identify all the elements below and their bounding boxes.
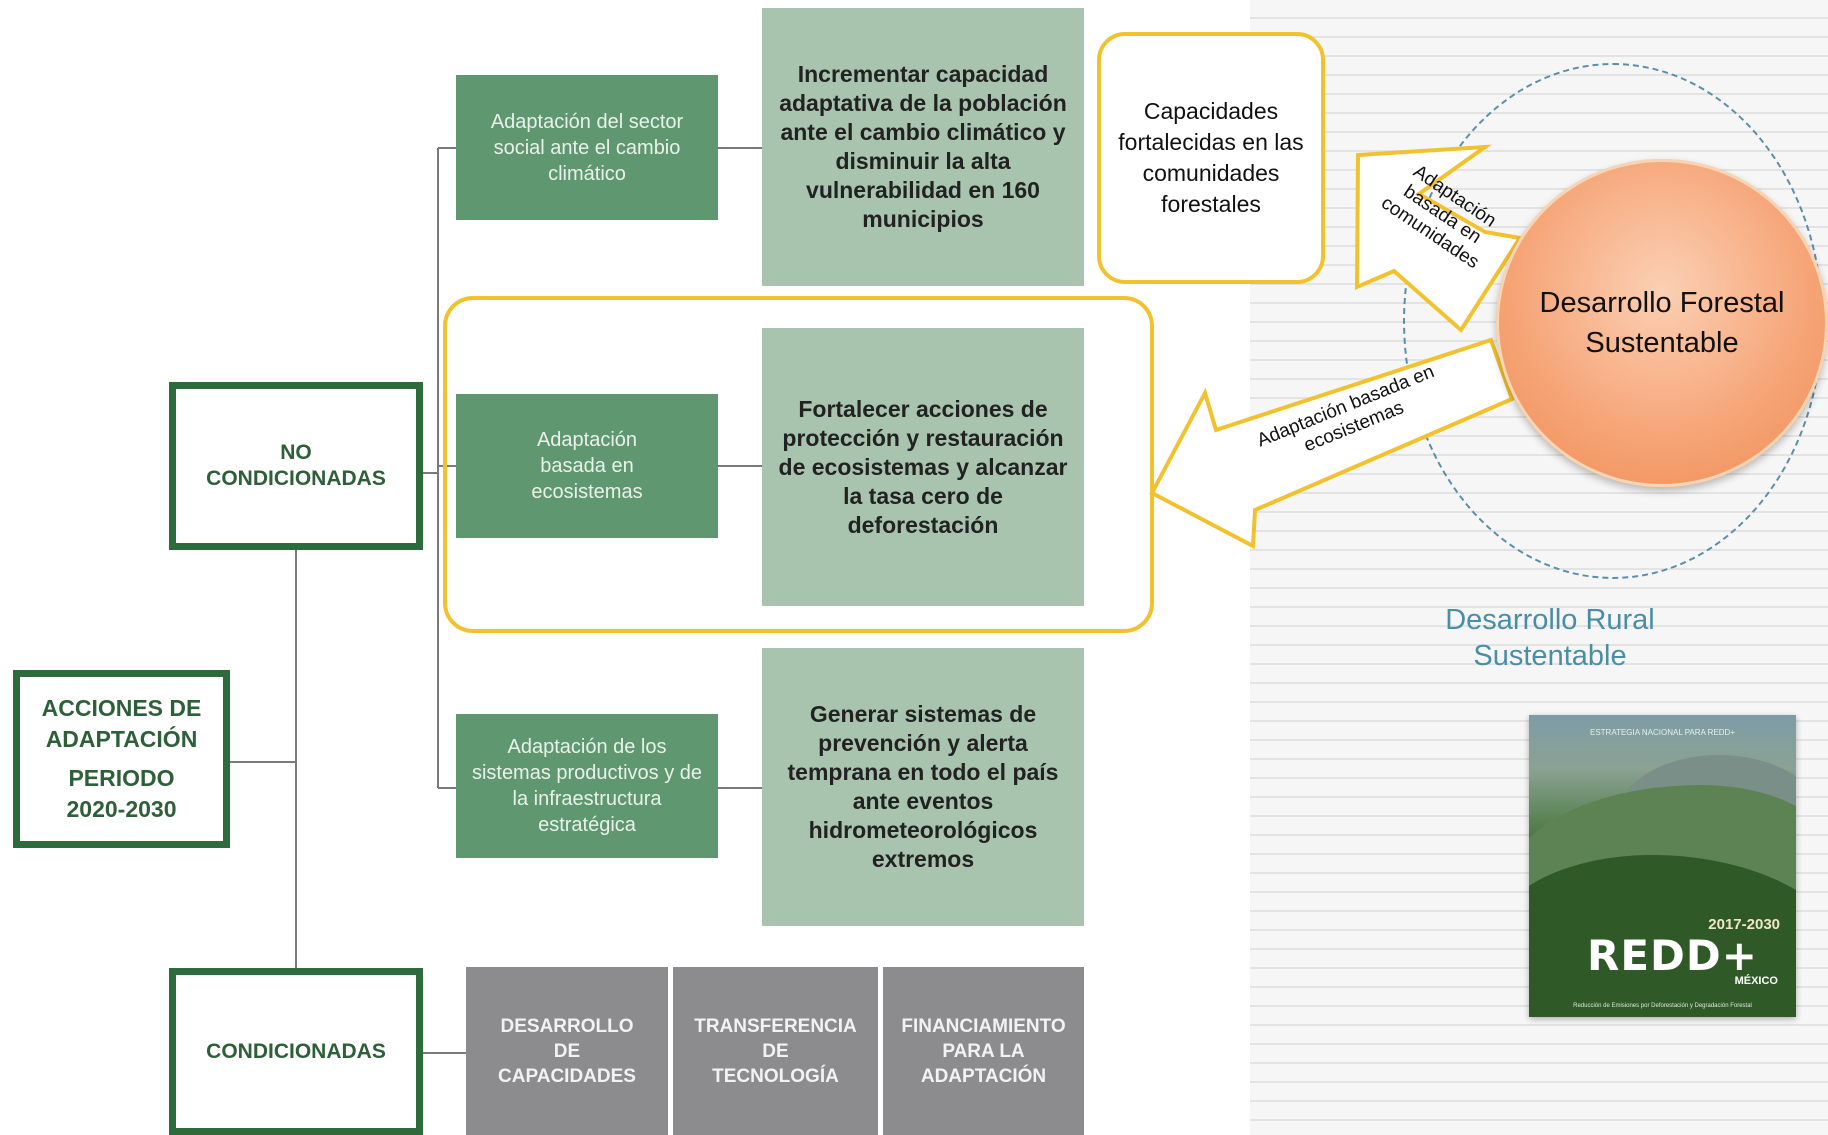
conditioned-financing: FINANCIAMIENTO PARA LA ADAPTACIÓN — [883, 967, 1084, 1135]
root-title-line1: ACCIONES DE — [41, 695, 202, 721]
goal-ecosystems: Fortalecer acciones de protección y rest… — [762, 328, 1084, 606]
condicionadas-label: CONDICIONADAS — [206, 1039, 386, 1063]
technology-line2: DE — [762, 1040, 789, 1062]
technology-line3: TECNOLOGÍA — [712, 1065, 839, 1087]
capacities-line2: DE — [553, 1040, 581, 1062]
category-ecosystems: Adaptación basada en ecosistemas — [456, 394, 718, 538]
no-condicionadas-line2: CONDICIONADAS — [206, 467, 386, 490]
forest-development-circle: Desarrollo Forestal Sustentable — [1496, 159, 1828, 487]
root-title-line2: ADAPTACIÓN — [45, 726, 198, 752]
capacities-line1: DESARROLLO — [500, 1015, 634, 1037]
financing-line3: ADAPTACIÓN — [920, 1065, 1047, 1087]
conditioned-capacities: DESARROLLO DE CAPACIDADES — [466, 967, 668, 1135]
forest-development-label: Desarrollo Forestal Sustentable — [1539, 287, 1785, 359]
ecosystems-highlight — [443, 296, 1154, 633]
cover-years: 2017-2030 — [1708, 916, 1780, 933]
technology-line1: TRANSFERENCIA — [694, 1015, 857, 1037]
root-box: ACCIONES DE ADAPTACIÓN PERIODO 2020-2030 — [13, 670, 230, 848]
arrow-ecosystems — [1149, 337, 1515, 550]
redd-cover-image: ESTRATEGIA NACIONAL PARA REDD+ 2017-2030… — [1529, 715, 1796, 1017]
category-social: Adaptación del sector social ante el cam… — [456, 75, 718, 220]
no-condicionadas-line1: NO — [280, 441, 312, 464]
capacidades-box: Capacidades fortalecidas en las comunida… — [1097, 32, 1325, 284]
category-ecosystems-label: Adaptación basada en ecosistemas — [531, 429, 643, 503]
goal-ecosystems-text: Fortalecer acciones de protección y rest… — [778, 395, 1068, 538]
category-productive-label: Adaptación de los sistemas productivos y… — [471, 736, 703, 836]
financing-line1: FINANCIAMIENTO — [901, 1015, 1066, 1037]
rural-development-label: Desarrollo Rural Sustentable — [1445, 604, 1655, 672]
no-condicionadas-box: NO CONDICIONADAS — [169, 382, 423, 550]
cover-country: MÉXICO — [1734, 975, 1778, 987]
financing-line2: PARA LA — [942, 1040, 1025, 1062]
conditioned-technology: TRANSFERENCIA DE TECNOLOGÍA — [673, 967, 878, 1135]
category-productive: Adaptación de los sistemas productivos y… — [456, 714, 718, 858]
goal-productive-text: Generar sistemas de prevención y alerta … — [787, 701, 1059, 872]
root-period-line2: 2020-2030 — [66, 796, 177, 822]
goal-social-text: Incrementar capacidad adaptativa de la p… — [779, 61, 1067, 232]
condicionadas-box: CONDICIONADAS — [169, 968, 423, 1135]
capacidades-text: Capacidades fortalecidas en las comunida… — [1118, 98, 1304, 217]
goal-productive: Generar sistemas de prevención y alerta … — [762, 648, 1084, 926]
arrow-communities — [1354, 144, 1524, 334]
cover-subtitle: Reducción de Emisiones por Deforestación… — [1573, 1003, 1752, 1009]
redd-logo: REDD+ — [1587, 931, 1758, 980]
category-social-label: Adaptación del sector social ante el cam… — [490, 110, 684, 185]
root-period-line1: PERIODO — [68, 765, 175, 791]
forest-shape — [1529, 855, 1796, 1017]
goal-social: Incrementar capacidad adaptativa de la p… — [762, 8, 1084, 286]
capacities-line3: CAPACIDADES — [498, 1065, 636, 1087]
cover-header: ESTRATEGIA NACIONAL PARA REDD+ — [1590, 728, 1735, 737]
